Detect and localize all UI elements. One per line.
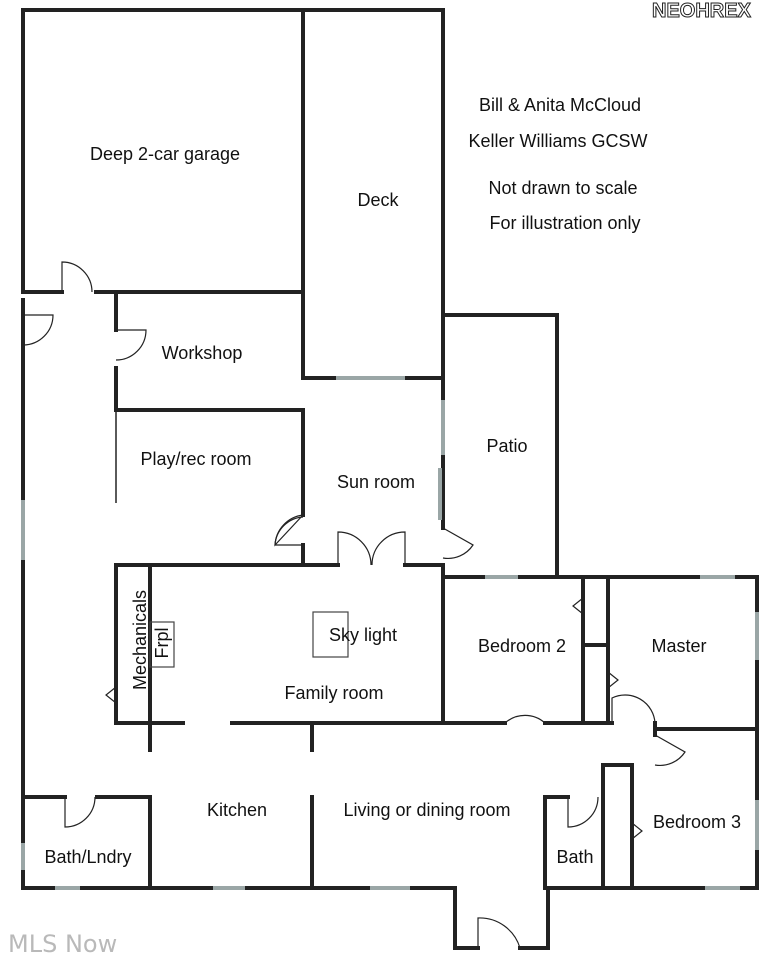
- windows: [21, 376, 759, 890]
- kitchen-walls: [21, 795, 314, 890]
- bedroom2-label: Bedroom 2: [478, 636, 566, 656]
- playrec-walls: [115, 408, 305, 567]
- south-wall: [21, 886, 759, 950]
- kitchen-label: Kitchen: [207, 800, 267, 820]
- note-brokerage: Keller Williams GCSW: [468, 131, 647, 151]
- garage-label: Deep 2-car garage: [90, 144, 240, 164]
- living-label: Living or dining room: [343, 800, 510, 820]
- note-scale: Not drawn to scale: [488, 178, 637, 198]
- fireplace-box: [149, 621, 175, 668]
- sunroom-label: Sun room: [337, 472, 415, 492]
- bedroom3-label: Bedroom 3: [653, 812, 741, 832]
- doors: [22, 261, 686, 949]
- playrec-label: Play/rec room: [140, 449, 251, 469]
- patio-label: Patio: [486, 436, 527, 456]
- watermark-bottom: MLS Now: [8, 930, 118, 958]
- workshop-walls: [114, 290, 305, 412]
- watermark-top: NEOHREX: [652, 0, 752, 23]
- skylight-box: [312, 611, 349, 658]
- bedroom3-walls: [543, 763, 634, 890]
- bathlndry-label: Bath/Lndry: [44, 847, 131, 867]
- note-agent-names: Bill & Anita McCloud: [479, 95, 641, 115]
- main-house-walls: [21, 298, 507, 890]
- note-illustration: For illustration only: [489, 213, 640, 233]
- workshop-label: Workshop: [162, 343, 243, 363]
- master-label: Master: [651, 636, 706, 656]
- bath-label: Bath: [556, 847, 593, 867]
- family-label: Family room: [284, 683, 383, 703]
- master-walls: [581, 575, 759, 890]
- fireplace-label: Frpl: [152, 628, 172, 659]
- patio-walls: [441, 313, 559, 579]
- mechanicals-label: Mechanicals: [130, 590, 150, 690]
- deck-label: Deck: [357, 190, 399, 210]
- skylight-label: Sky light: [329, 625, 397, 645]
